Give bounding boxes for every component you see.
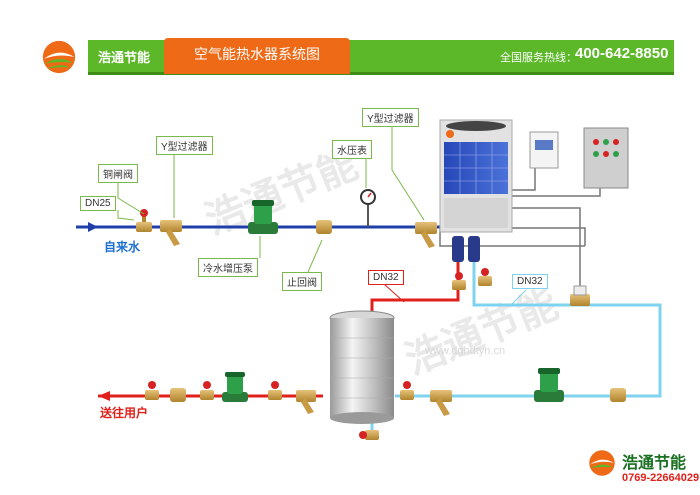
header-brand: 浩通节能	[98, 50, 151, 65]
supply-valve-2	[200, 381, 214, 400]
outlet-valve-hot	[452, 272, 466, 290]
label-dn25: DN25	[80, 196, 116, 211]
return-pipe	[395, 246, 662, 398]
footer-phone: 0769-22664029	[622, 472, 700, 484]
supply-check-valve	[170, 388, 186, 402]
watermark-url: www.dghdtyn.cn	[425, 345, 506, 357]
check-valve	[316, 220, 332, 234]
label-y-filter-1: Y型过滤器	[156, 136, 213, 155]
booster-pump	[248, 200, 278, 234]
label-copper-valve: 铜闸阀	[98, 164, 138, 183]
label-to-user: 送往用户	[100, 406, 149, 420]
supply-valve-3	[268, 381, 282, 400]
flow-arrow-icon	[88, 222, 98, 232]
label-pressure-gauge: 水压表	[332, 140, 372, 159]
return-y-filter	[430, 390, 452, 416]
footer-brand: 浩通节能	[622, 455, 687, 472]
outlet-valve-cold	[478, 268, 492, 286]
return-valve	[400, 381, 414, 400]
copper-gate-valve	[136, 209, 152, 232]
supply-y-filter	[296, 390, 316, 414]
brand-logo-icon	[42, 40, 76, 74]
heat-pump-unit	[439, 119, 513, 233]
supply-arrow-icon	[98, 391, 110, 401]
drain-valve	[359, 430, 379, 440]
footer-logo-icon	[589, 450, 615, 476]
hotline-number: 400-642-8850	[575, 45, 669, 62]
supply-pump	[222, 372, 248, 402]
hotline-label: 全国服务热线：	[500, 52, 577, 64]
pressure-gauge	[360, 189, 376, 227]
label-dn32-hot: DN32	[368, 270, 404, 285]
water-tank	[329, 310, 395, 424]
control-cabinet	[583, 127, 629, 189]
callout-lines	[117, 124, 425, 273]
label-check-valve: 止回阀	[282, 272, 322, 291]
supply-valve-1	[145, 381, 159, 400]
label-y-filter-2: Y型过滤器	[362, 108, 419, 127]
label-dn32-return: DN32	[512, 274, 548, 289]
label-booster-pump: 冷水增压泵	[198, 258, 258, 277]
label-tap-water: 自来水	[104, 240, 141, 254]
header-banner: 浩通节能 空气能热水器系统图 全国服务热线： 400-642-8850	[0, 0, 700, 92]
circulation-pump-right	[534, 368, 564, 402]
y-filter-2	[415, 222, 437, 248]
wall-controller	[529, 131, 559, 169]
y-filter-1	[160, 220, 182, 246]
return-check-valve	[610, 388, 626, 402]
title-tab	[164, 38, 350, 74]
solenoid-valve	[570, 285, 590, 306]
page-title: 空气能热水器系统图	[194, 46, 320, 62]
